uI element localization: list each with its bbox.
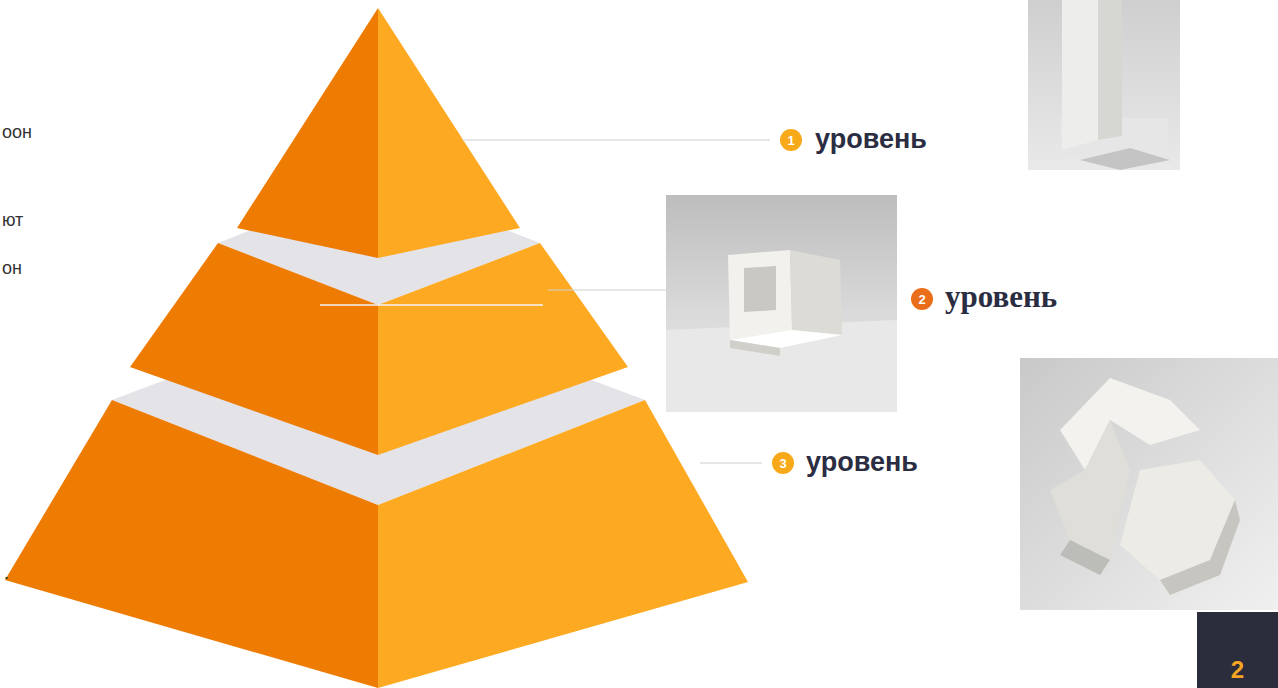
- leader-line: [462, 139, 770, 140]
- tier-face: [378, 243, 628, 455]
- leader-line: [700, 462, 762, 463]
- callout-number: 2: [918, 293, 925, 306]
- photo: [1020, 358, 1278, 610]
- leader-line: [320, 304, 543, 306]
- body-text-fragment: ют: [2, 211, 23, 231]
- level-number-badge: 2: [911, 288, 933, 310]
- callout-number: 3: [779, 457, 786, 470]
- tier-face: [237, 8, 378, 258]
- body-text-fragment: .: [4, 564, 9, 584]
- callout-number: 1: [787, 134, 794, 147]
- page-number: 2: [1231, 658, 1244, 682]
- body-text-fragment: он: [2, 259, 22, 279]
- tier-face: [5, 400, 378, 688]
- level-label: уровень: [806, 448, 918, 478]
- tier-face: [130, 243, 378, 455]
- leader-line: [548, 289, 666, 290]
- photo: [666, 195, 897, 412]
- body-text-fragment: оон: [2, 123, 32, 143]
- photo: [1028, 0, 1180, 170]
- page-number-box: 2: [1197, 612, 1278, 688]
- tier-face: [378, 400, 748, 688]
- tier-face: [378, 8, 520, 258]
- level-label: уровень: [815, 125, 927, 155]
- level-label: уровень: [945, 280, 1057, 314]
- level-number-badge: 3: [772, 452, 794, 474]
- level-number-badge: 1: [780, 129, 802, 151]
